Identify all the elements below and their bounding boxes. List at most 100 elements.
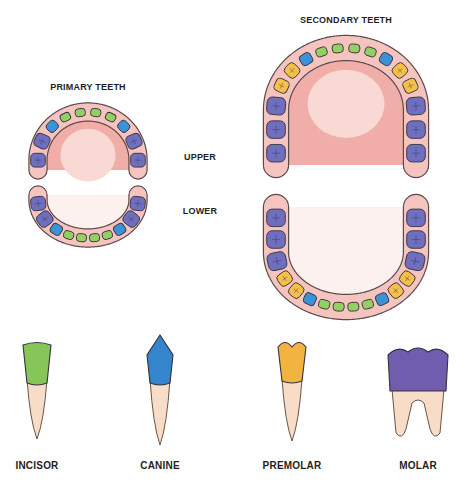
- gum-outline: [276, 48, 416, 165]
- tooth-groove: [406, 82, 414, 90]
- arch-tooth: [267, 121, 286, 138]
- arch-tooth: [266, 251, 288, 272]
- arch-tooth: [374, 292, 390, 307]
- tooth-crown: [101, 230, 113, 241]
- tooth-groove: [280, 274, 289, 283]
- tooth-crown: [275, 269, 294, 287]
- arch-tooth: [391, 61, 410, 80]
- arch-title: SECONDARY TEETH: [300, 15, 392, 25]
- tooth-crown: [374, 292, 390, 307]
- tooth-crown: [283, 61, 302, 80]
- tooth-type-label: MOLAR: [399, 460, 437, 471]
- arch-tooth: [131, 153, 146, 167]
- primary-upper-arch: [31, 108, 146, 182]
- tooth-groove: [135, 157, 142, 164]
- palate-area: [276, 207, 416, 307]
- crown-shade: [23, 343, 51, 386]
- incisor-tooth: [23, 343, 51, 440]
- tooth-crown: [347, 302, 359, 311]
- tooth-groove: [134, 200, 141, 207]
- tooth-crown: [104, 111, 117, 123]
- tooth-crown: [121, 209, 141, 229]
- palate-highlight: [61, 129, 116, 182]
- arch-tooth: [364, 46, 377, 58]
- arch-tooth: [266, 97, 286, 116]
- tooth-crown: [89, 233, 100, 242]
- tooth-crown: [31, 153, 46, 167]
- arch-tooth: [45, 119, 60, 134]
- tooth-crown: [406, 97, 426, 116]
- tooth-groove: [40, 214, 49, 223]
- arch-tooth: [101, 230, 113, 241]
- tooth-crown: [75, 108, 86, 117]
- tooth-type-label: PREMOLAR: [263, 460, 322, 471]
- tooth-type-label: CANINE: [140, 460, 180, 471]
- gum-band: [38, 112, 138, 170]
- secondary-lower-arch: [266, 207, 426, 311]
- tooth-groove: [272, 235, 280, 243]
- tooth-groove: [127, 214, 136, 223]
- arch-tooth: [89, 233, 100, 242]
- arch-tooth: [76, 233, 87, 242]
- tooth-type-label: INCISOR: [15, 460, 58, 471]
- tooth-groove: [272, 214, 280, 222]
- tooth-crown: [116, 119, 131, 134]
- gum-outline: [38, 195, 138, 238]
- arch-tooth: [116, 119, 131, 134]
- palate-area: [276, 48, 416, 165]
- tooth-crown: [278, 343, 306, 384]
- tooth-groove: [412, 235, 420, 243]
- gum-band: [276, 207, 416, 307]
- premolar-tooth: [278, 343, 306, 442]
- tooth-crown: [407, 209, 426, 226]
- tooth-crown: [404, 251, 426, 272]
- tooth-crown: [49, 222, 64, 237]
- tooth-crown: [287, 281, 306, 300]
- tooth-crown: [378, 51, 394, 67]
- tooth-crown: [407, 144, 426, 161]
- tooth-groove: [288, 66, 297, 75]
- tooth-groove: [403, 274, 412, 283]
- tooth-groove: [35, 200, 42, 207]
- arch-tooth: [104, 111, 117, 123]
- arch-tooth: [298, 51, 314, 67]
- arch-tooth: [398, 269, 417, 287]
- arch-tooth: [267, 231, 286, 248]
- arch-tooth: [315, 46, 328, 58]
- tooth-crown: [267, 209, 286, 226]
- tooth-groove: [410, 256, 420, 266]
- tooth-crown: [302, 292, 318, 307]
- tooth-crown: [266, 251, 288, 272]
- tooth-root: [282, 379, 302, 441]
- tooth-crown: [361, 299, 374, 310]
- tooth-crown: [124, 132, 143, 151]
- tooth-groove: [412, 149, 420, 157]
- tooth-crown: [387, 281, 406, 300]
- tooth-groove: [277, 82, 285, 90]
- tooth-groove: [272, 102, 281, 111]
- tooth-groove: [292, 286, 301, 295]
- tooth-crown: [23, 343, 51, 386]
- tooth-crown: [267, 144, 286, 161]
- arch-tooth: [302, 292, 318, 307]
- arch-tooth: [407, 121, 426, 138]
- arch-tooth: [401, 77, 419, 95]
- arch-tooth: [287, 281, 306, 300]
- tooth-crown: [267, 121, 286, 138]
- tooth-crown: [273, 77, 291, 95]
- tooth-crown: [147, 335, 173, 385]
- tooth-crown: [267, 231, 286, 248]
- tooth-groove: [411, 102, 420, 111]
- tooth-crown: [407, 231, 426, 248]
- arch-tooth: [32, 132, 51, 151]
- tooth-crown: [76, 233, 87, 242]
- tooth-crown: [130, 196, 146, 211]
- arch-tooth: [112, 222, 127, 237]
- tooth-groove: [130, 137, 139, 146]
- tooth-crown: [332, 44, 344, 54]
- arch-tooth: [318, 299, 331, 310]
- arch-tooth: [267, 144, 286, 161]
- arch-tooth: [347, 302, 359, 311]
